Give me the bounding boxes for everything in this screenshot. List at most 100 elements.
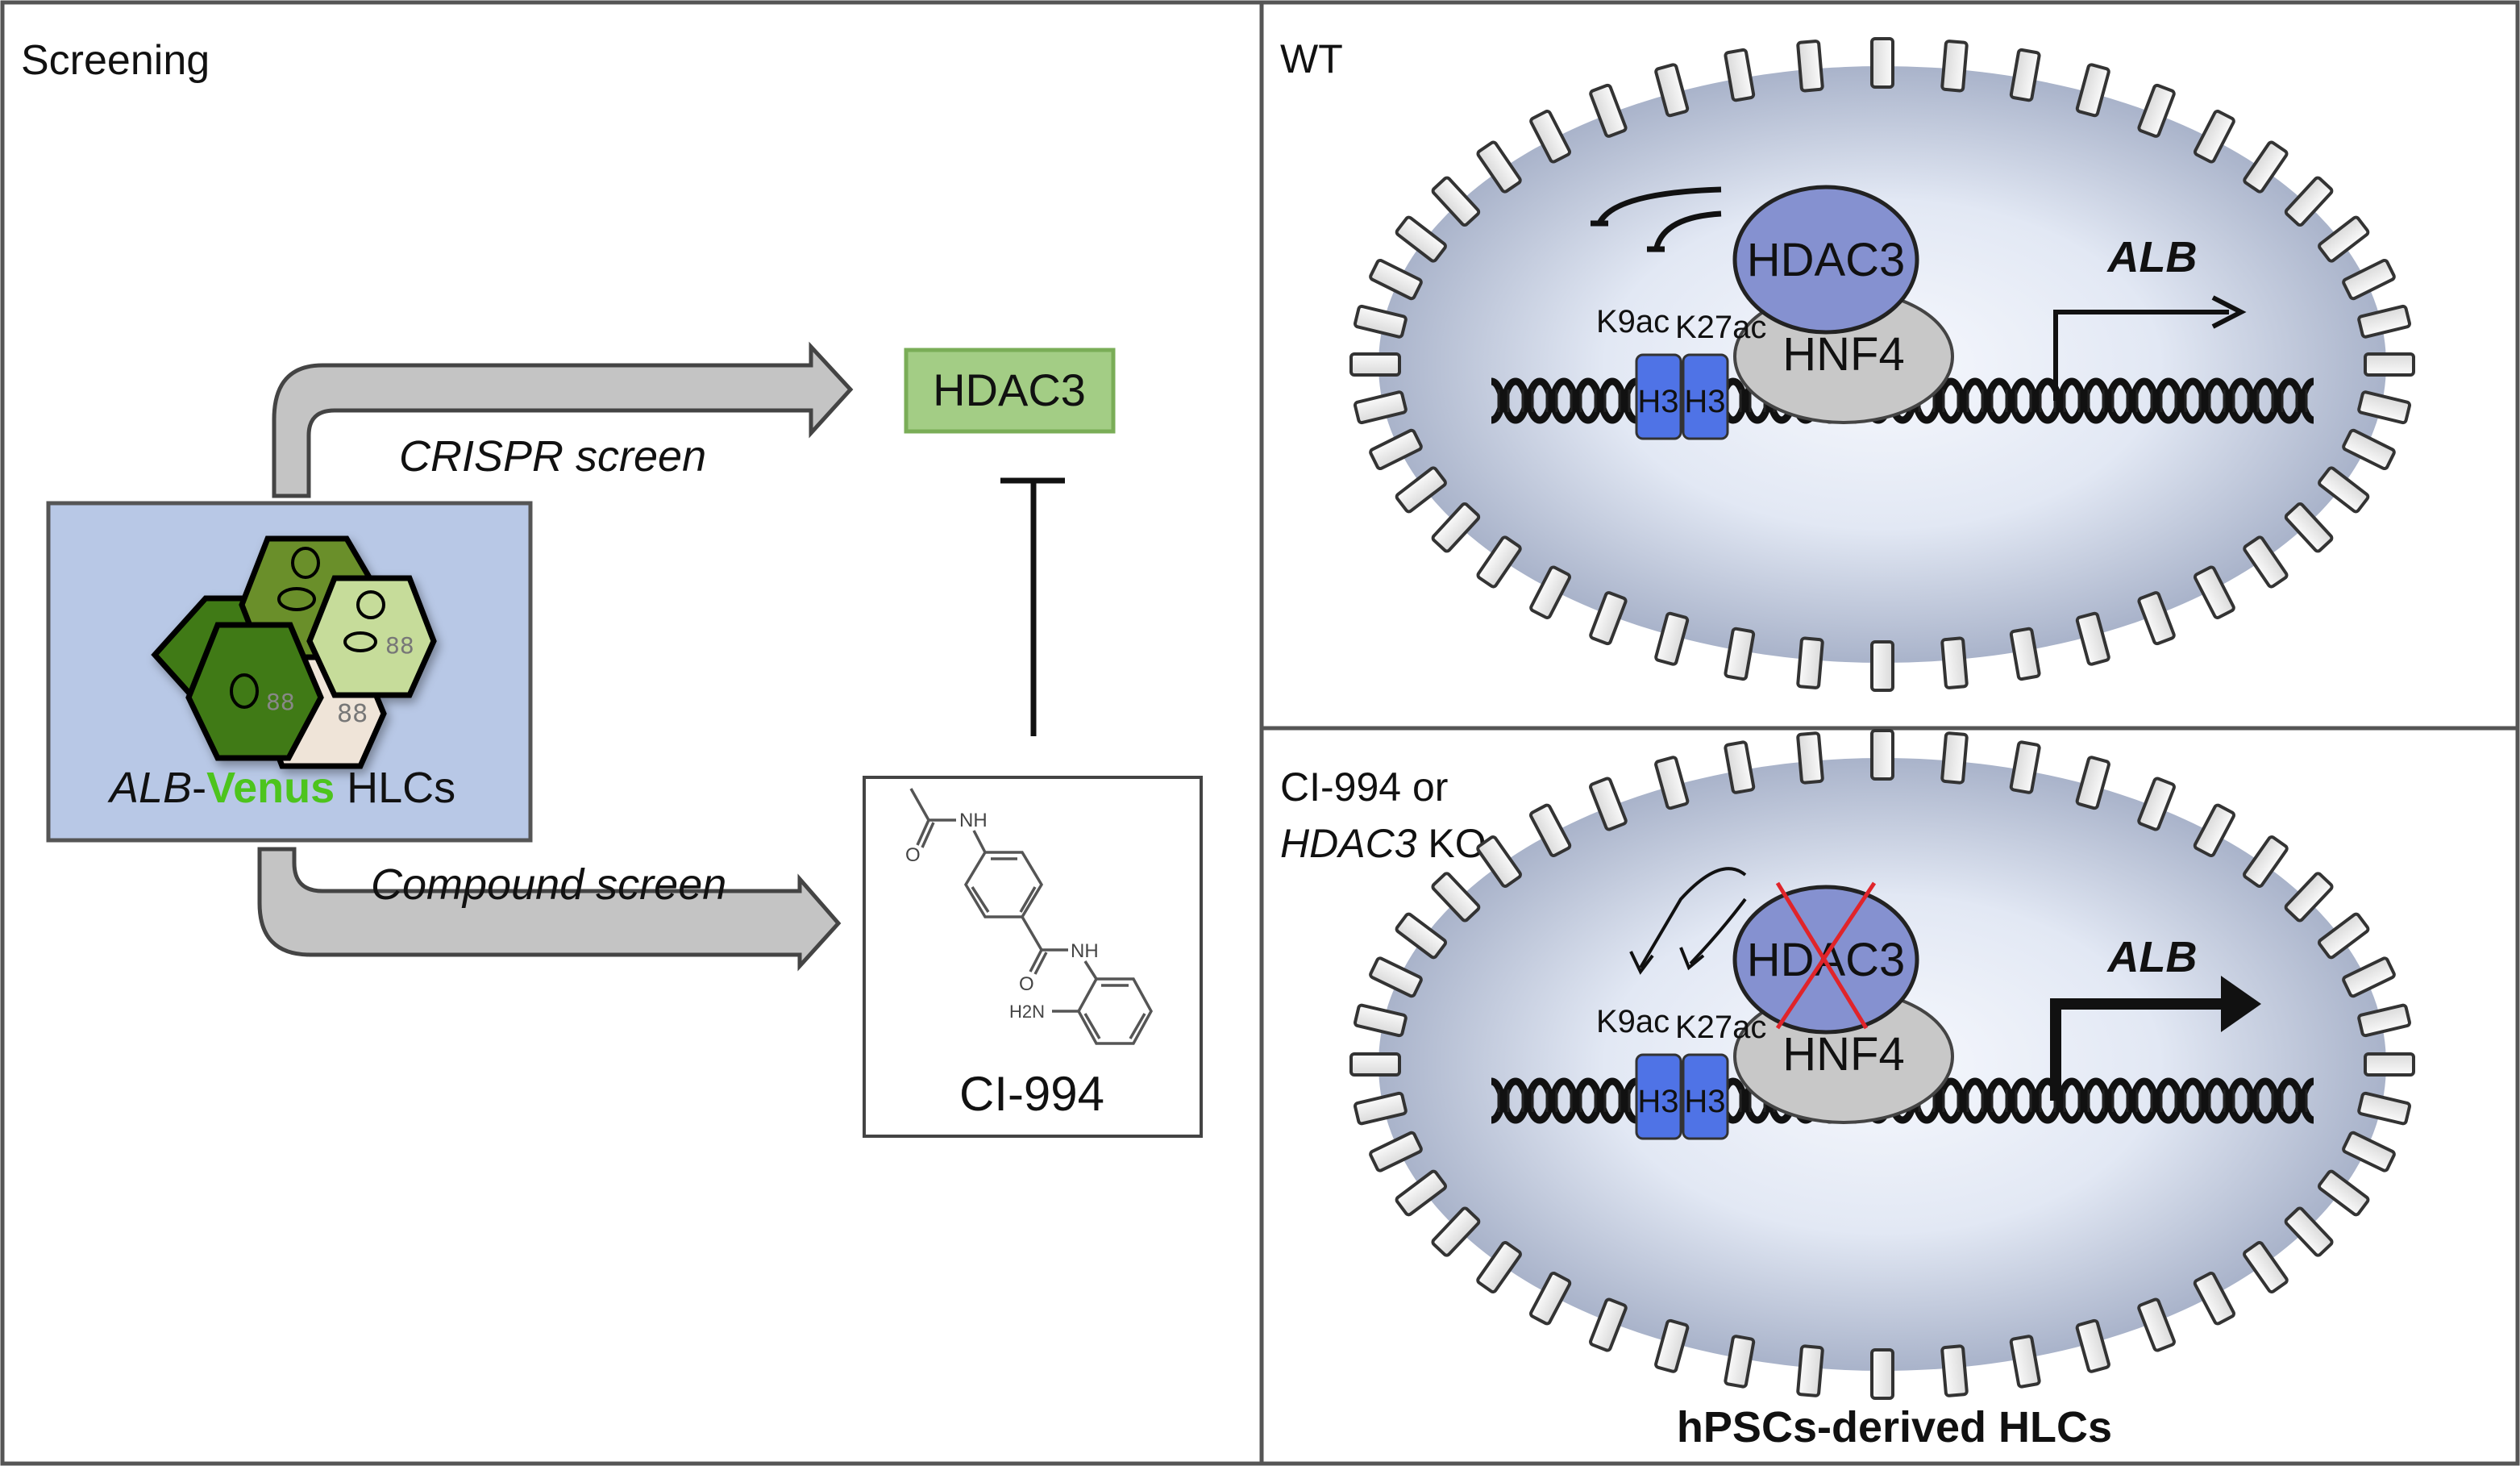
alb-gene-label: ALB xyxy=(2106,233,2198,281)
nuclear-pore xyxy=(1796,40,1824,93)
nuclear-pore xyxy=(2075,756,2110,810)
nuclear-pore xyxy=(2137,1297,2176,1352)
nuclear-pore xyxy=(1476,1241,1522,1293)
acetylation-arrow-k9 xyxy=(1639,867,1747,969)
nuclear-pore xyxy=(2075,1318,2110,1373)
nuclear-pore xyxy=(1940,731,1969,785)
nuclear-pore xyxy=(1940,1344,1969,1397)
atom-nh-top: NH xyxy=(959,810,988,831)
nuclear-pore xyxy=(1870,1348,1894,1400)
transcription-arrowhead xyxy=(2211,295,2247,329)
nuclear-pore xyxy=(1431,1206,1481,1257)
crispr-screen-label: CRISPR screen xyxy=(399,432,706,481)
nuclear-pore xyxy=(1654,1318,1690,1373)
histone-h3 xyxy=(1635,1053,1682,1140)
deacetylation-arrow-k27 xyxy=(1653,210,1722,249)
ci994-structure-icon xyxy=(909,788,1153,1045)
histone-h3 xyxy=(1682,353,1729,440)
ko-title-line1: CI-994 or xyxy=(1280,764,1448,810)
nuclear-pore xyxy=(2284,176,2334,227)
nuclear-pore xyxy=(1529,803,1572,857)
alb-gene-label: ALB xyxy=(2106,933,2198,981)
nuclear-pore xyxy=(2137,777,2176,831)
nuclear-pore xyxy=(2284,502,2334,553)
nuclear-pore xyxy=(2009,740,2041,794)
nuclear-pore xyxy=(1476,535,1522,589)
nuclear-pore xyxy=(1870,640,1894,692)
transcription-arrow xyxy=(2053,310,2229,401)
nuclear-pore xyxy=(1724,627,1756,681)
nuclear-pore xyxy=(1940,636,1969,689)
histone-h3-label: H3 xyxy=(1684,384,1725,419)
atom-o-top: O xyxy=(905,844,921,866)
deacetylation-arrow-k9 xyxy=(1597,186,1722,223)
nuclear-pore xyxy=(1589,591,1628,646)
svg-text:88: 88 xyxy=(385,632,414,659)
nuclear-pore xyxy=(1529,565,1571,619)
nuclear-pore xyxy=(2193,803,2235,857)
nuclear-pore xyxy=(2243,835,2289,888)
nuclear-pore xyxy=(1529,110,1571,164)
transcription-arrow xyxy=(2050,998,2229,1101)
knockout-cross-line xyxy=(1775,881,1869,1030)
screening-title: Screening xyxy=(21,37,210,84)
histone-h3-label: H3 xyxy=(1684,1084,1725,1119)
nuclear-pore xyxy=(1724,1335,1756,1389)
nuclear-pore xyxy=(1476,140,1522,194)
nuclear-pore xyxy=(2357,1003,2411,1038)
nuclear-pore xyxy=(2075,611,2110,666)
nuclear-pore xyxy=(2243,140,2289,194)
arrowhead-k27 xyxy=(1679,947,1705,971)
histone-h3-label: H3 xyxy=(1637,1084,1678,1119)
hdac3-target-box xyxy=(904,348,1116,434)
nuclear-pore xyxy=(2009,48,2041,102)
nuclear-pore xyxy=(1654,756,1690,810)
hdac3-protein xyxy=(1732,185,1919,335)
nuclear-pore xyxy=(2243,535,2289,589)
nuclear-pore xyxy=(2194,565,2235,619)
k27ac-label: K27ac xyxy=(1675,1010,1766,1045)
atom-nh-mid: NH xyxy=(1071,940,1099,962)
atom-nh2: H2N xyxy=(1009,1002,1045,1022)
nuclear-pore xyxy=(1349,352,1401,377)
nuclear-pore xyxy=(1476,835,1522,888)
nuclear-pore xyxy=(1724,48,1756,102)
hdac3-label: HDAC3 xyxy=(1747,234,1906,286)
nuclear-pore xyxy=(1349,1052,1401,1077)
nuclear-pore xyxy=(2342,956,2396,998)
hdac3-target-label: HDAC3 xyxy=(933,364,1086,415)
k9ac-label: K9ac xyxy=(1596,304,1670,339)
histone-h3 xyxy=(1635,353,1682,440)
nuclear-pore xyxy=(1589,83,1628,138)
hnf4-label: HNF4 xyxy=(1782,328,1904,381)
nuclear-pore xyxy=(2357,1091,2411,1126)
nuclear-pore xyxy=(2243,1241,2289,1293)
nuclear-pore xyxy=(1796,731,1824,785)
nuclear-pore xyxy=(1395,215,1447,263)
nuclear-pore xyxy=(1724,740,1756,794)
nuclear-pore xyxy=(2009,627,2041,681)
alb-venus-hlc-label: ALB-Venus HLCs xyxy=(107,764,455,812)
nuclear-pore xyxy=(2364,352,2415,377)
k9ac-label: K9ac xyxy=(1596,1004,1670,1039)
nuclear-pore xyxy=(1354,1003,1408,1038)
nuclear-pore xyxy=(1431,176,1481,227)
hlc-footer-label: hPSCs-derived HLCs xyxy=(1677,1403,2112,1451)
compound-arrow xyxy=(257,847,842,972)
nuclear-pore xyxy=(1369,258,1423,301)
nuclear-pore xyxy=(1431,502,1481,553)
ko-title-line2: HDAC3 KO xyxy=(1280,821,1487,866)
nuclear-pore xyxy=(2009,1335,2041,1389)
hepatocyte-cluster-icon: 88 88 88 xyxy=(151,535,437,769)
nuclear-pore xyxy=(2318,215,2370,263)
crispr-arrow xyxy=(272,341,854,498)
wt-title: WT xyxy=(1280,36,1343,81)
nuclear-pore xyxy=(2318,912,2370,960)
nuclear-pore xyxy=(2284,1206,2334,1257)
nuclear-pore xyxy=(2357,304,2411,339)
nuclear-pore xyxy=(2357,390,2411,425)
nuclear-pore xyxy=(2318,1169,2370,1217)
